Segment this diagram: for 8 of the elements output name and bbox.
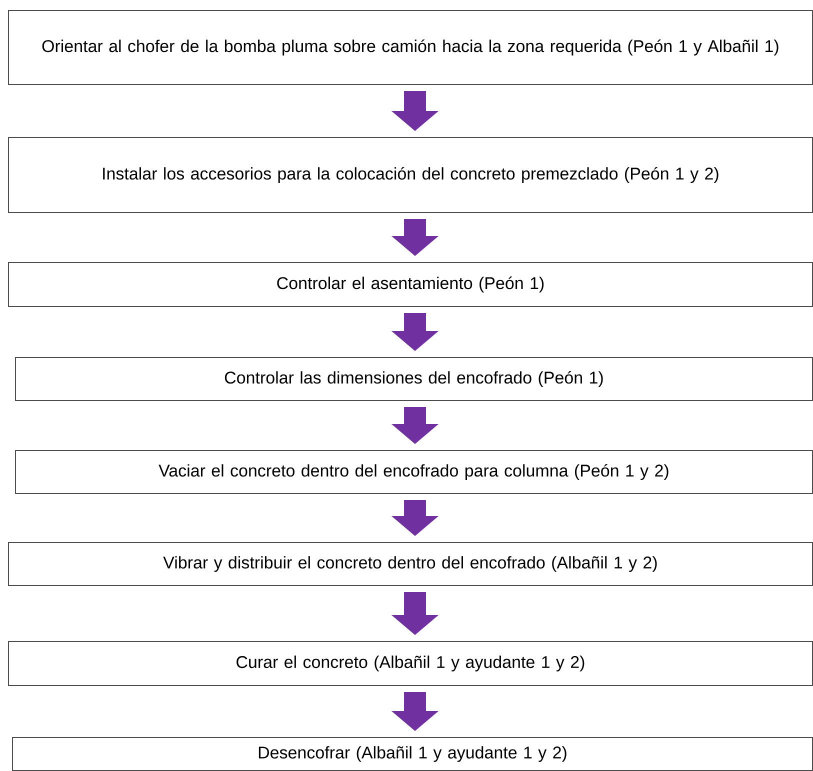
process-box: Vaciar el concreto dentro del encofrado para columna (Peón 1 y 2) xyxy=(15,450,813,494)
process-box: Orientar al chofer de la bomba pluma sobre camión hacia la zona requerida (Peón 1 y Albañil 1) xyxy=(8,10,813,85)
process-box: Curar el concreto (Albañil 1 y ayudante 1 y 2) xyxy=(8,641,813,686)
process-box: Vibrar y distribuir el concreto dentro del encofrado (Albañil 1 y 2) xyxy=(8,542,813,586)
process-box: Controlar las dimensiones del encofrado (Peón 1) xyxy=(15,357,813,401)
process-box: Controlar el asentamiento (Peón 1) xyxy=(8,262,813,307)
process-box: Instalar los accesorios para la colocación del concreto premezclado (Peón 1 y 2) xyxy=(8,137,813,213)
process-box: Desencofrar (Albañil 1 y ayudante 1 y 2) xyxy=(12,737,813,771)
